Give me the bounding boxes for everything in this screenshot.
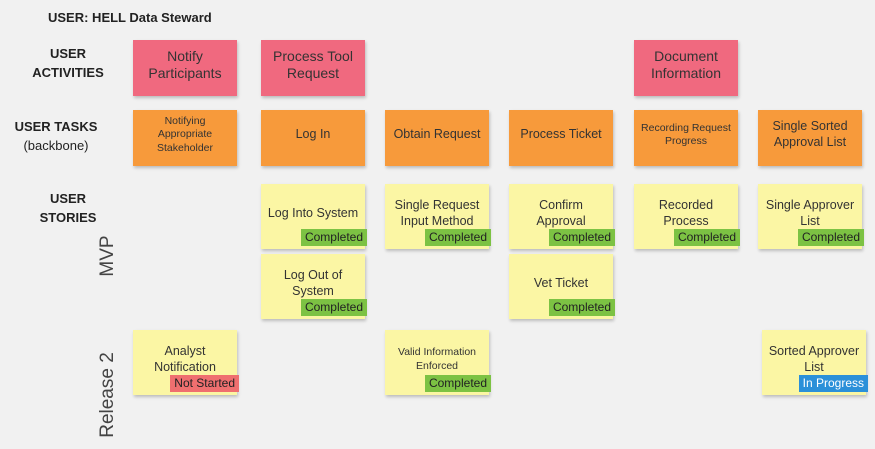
activity-process-tool-request[interactable]: Process Tool Request (261, 40, 365, 96)
story-label: Single Approver List (765, 197, 855, 228)
status-badge: Completed (548, 299, 615, 316)
status-badge: Completed (673, 229, 740, 246)
row-label-user-activities: USER ACTIVITIES (32, 46, 104, 80)
release-label-release-2: Release 2 (97, 352, 118, 438)
status-badge: In Progress (798, 375, 868, 392)
story-single-request-input-method[interactable]: Single Request Input Method Completed (385, 184, 491, 249)
story-label: Log Out of System (283, 267, 343, 298)
activity-label: Document Information (650, 47, 722, 82)
status-badge: Completed (548, 229, 615, 246)
status-badge: Completed (300, 229, 367, 246)
story-sorted-approver-list[interactable]: Sorted Approver List In Progress (762, 330, 868, 395)
task-label: Obtain Request (393, 127, 481, 142)
activity-label: Notify Participants (148, 47, 222, 82)
task-single-sorted-approval-list[interactable]: Single Sorted Approval List (758, 110, 862, 166)
status-badge: Completed (797, 229, 864, 246)
task-recording-request-progress[interactable]: Recording Request Progress (634, 110, 738, 166)
status-badge: Completed (424, 375, 491, 392)
story-label: Valid Information Enforced (397, 346, 476, 372)
task-obtain-request[interactable]: Obtain Request (385, 110, 489, 166)
activity-notify-participants[interactable]: Notify Participants (133, 40, 237, 96)
story-label: Recorded Process (658, 197, 714, 228)
story-log-into-system[interactable]: Log Into System Completed (261, 184, 367, 249)
task-label: Process Ticket (520, 127, 602, 142)
status-badge: Completed (424, 229, 491, 246)
story-vet-ticket[interactable]: Vet Ticket Completed (509, 254, 615, 319)
task-process-ticket[interactable]: Process Ticket (509, 110, 613, 166)
status-badge: Completed (300, 299, 367, 316)
activity-document-information[interactable]: Document Information (634, 40, 738, 96)
story-analyst-notification[interactable]: Analyst Notification Not Started (133, 330, 239, 395)
task-label: Recording Request Progress (641, 121, 731, 147)
task-label: Notifying Appropriate Stakeholder (156, 115, 214, 154)
activity-label: Process Tool Request (273, 47, 353, 82)
story-label: Log Into System (267, 205, 359, 220)
story-recorded-process[interactable]: Recorded Process Completed (634, 184, 740, 249)
task-label: Log In (295, 127, 331, 142)
story-label: Single Request Input Method (394, 197, 480, 228)
story-label: Analyst Notification (154, 343, 216, 374)
story-log-out-of-system[interactable]: Log Out of System Completed (261, 254, 367, 319)
story-single-approver-list[interactable]: Single Approver List Completed (758, 184, 864, 249)
board-title: USER: HELL Data Steward (48, 10, 212, 25)
task-notifying-appropriate-stakeholder[interactable]: Notifying Appropriate Stakeholder (133, 110, 237, 166)
story-label: Vet Ticket (533, 275, 589, 290)
release-label-mvp: MVP (97, 235, 118, 277)
story-label: Confirm Approval (536, 197, 586, 228)
story-valid-information-enforced[interactable]: Valid Information Enforced Completed (385, 330, 491, 395)
story-confirm-approval[interactable]: Confirm Approval Completed (509, 184, 615, 249)
story-label: Sorted Approver List (768, 343, 860, 374)
task-log-in[interactable]: Log In (261, 110, 365, 166)
row-label-user-tasks: USER TASKS (backbone) (14, 119, 98, 153)
status-badge: Not Started (170, 375, 239, 392)
task-label: Single Sorted Approval List (772, 119, 848, 149)
row-label-user-stories: USER STORIES (39, 191, 97, 225)
